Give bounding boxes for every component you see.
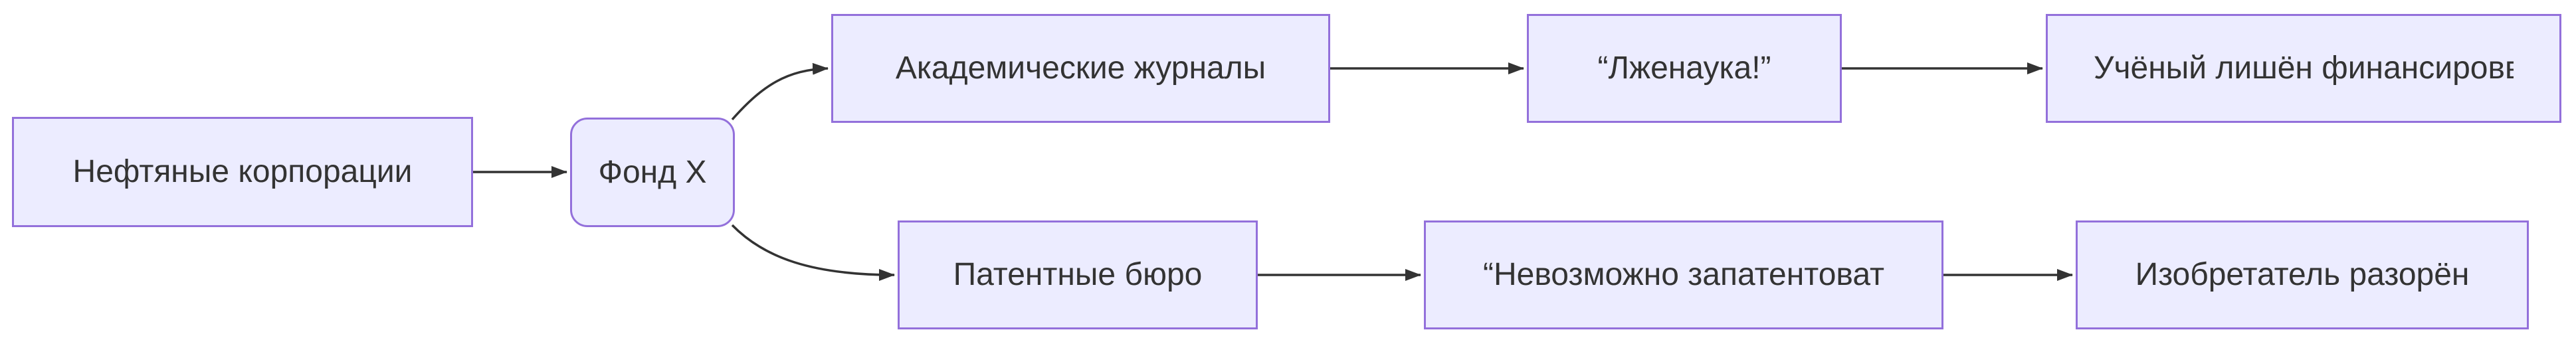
node-scientist-defunded-label: Учёный лишён финансиров <box>2094 50 2505 86</box>
node-fund-x: Фонд X <box>570 118 735 227</box>
node-academic-journals-label: Академические журналы <box>895 50 1266 86</box>
node-patent-bureaus: Патентные бюро <box>898 220 1258 329</box>
node-impossible-to-patent-quote-label: “Невозможно запатентоват <box>1483 257 1884 293</box>
node-fund-x-label: Фонд X <box>598 154 707 190</box>
node-pseudoscience-quote: “Лженаука!” <box>1527 14 1842 123</box>
node-scientist-defunded: Учёный лишён финансировв <box>2046 14 2561 123</box>
node-academic-journals: Академические журналы <box>831 14 1330 123</box>
node-scientist-defunded-clipped-char: в <box>2505 49 2514 88</box>
edge-fund-to-journals <box>731 62 829 121</box>
node-patent-bureaus-label: Патентные бюро <box>953 257 1203 293</box>
edge-fund-to-patent-bureaus <box>731 224 895 281</box>
node-oil-corporations: Нефтяные корпорации <box>12 117 473 227</box>
node-pseudoscience-quote-label: “Лженаука!” <box>1597 50 1771 86</box>
node-impossible-to-patent-quote: “Невозможно запатентоват <box>1424 220 1943 329</box>
node-inventor-bankrupt: Изобретатель разорён <box>2076 220 2529 329</box>
node-inventor-bankrupt-label: Изобретатель разорён <box>2135 257 2470 293</box>
node-oil-corporations-label: Нефтяные корпорации <box>72 154 413 190</box>
